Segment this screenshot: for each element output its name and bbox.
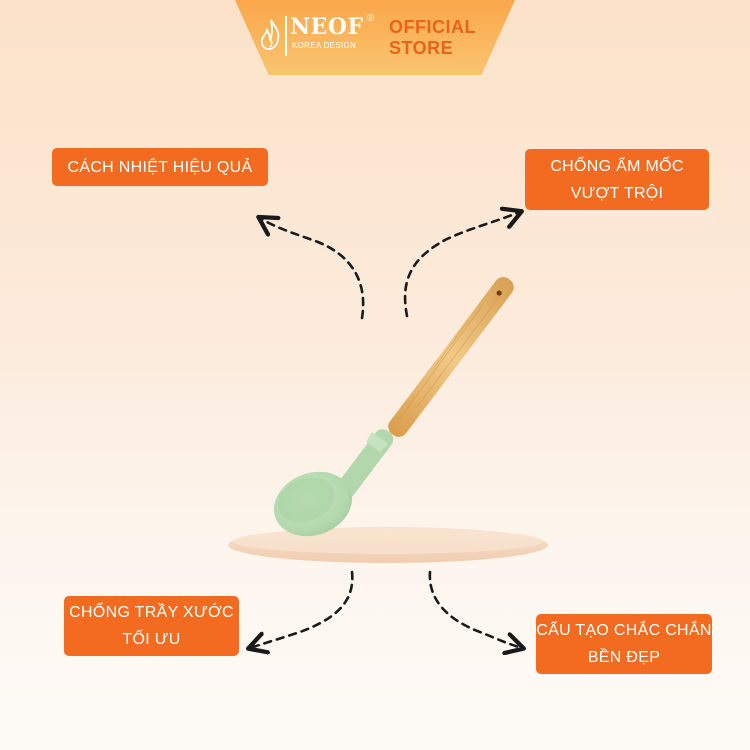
dashed-curved-arrow-icon [428,570,522,648]
spoon-handle [388,277,514,437]
flame-logo-icon [260,19,280,50]
feature-tag-line: BỀN ĐẸP [587,649,661,666]
logo-divider [285,16,287,56]
feature-tag-line: VƯỢT TRỘI [570,184,664,202]
feature-tag-heat-insulation: CÁCH NHIỆT HIỆU QUẢ [52,148,268,186]
dashed-curved-arrow-icon [250,570,354,648]
dashed-curved-arrow-icon [260,218,365,320]
feature-tag-line: TỐI ƯU [122,631,181,648]
feature-tag-scratch-resistance: CHỐNG TRẦY XƯỚC TỐI ƯU [64,596,239,656]
feature-tag-sturdy-structure: CẤU TẠO CHẮC CHẮN BỀN ĐẸP [536,614,712,674]
feature-tag-line: CHỐNG ẨM MỐC [550,157,684,175]
feature-tag-line: CẤU TẠO CHẮC CHẮN [536,622,712,639]
store-label-store: STORE [389,38,454,58]
brand-subtitle: KOREA DESIGN [292,41,357,50]
registered-mark: ® [367,13,375,24]
feature-tag-mold-resistance: CHỐNG ẨM MỐC VƯỢT TRỘI [525,149,709,210]
spoon-bowl [273,471,353,537]
feature-tag-line: CHỐNG TRẦY XƯỚC [69,604,234,621]
brand-name: NEOF [290,14,364,40]
store-banner [235,0,515,75]
store-label-official: OFFICIAL [389,17,476,37]
dashed-curved-arrow-icon [403,212,520,318]
feature-tag-line: CÁCH NHIỆT HIỆU QUẢ [67,158,253,176]
